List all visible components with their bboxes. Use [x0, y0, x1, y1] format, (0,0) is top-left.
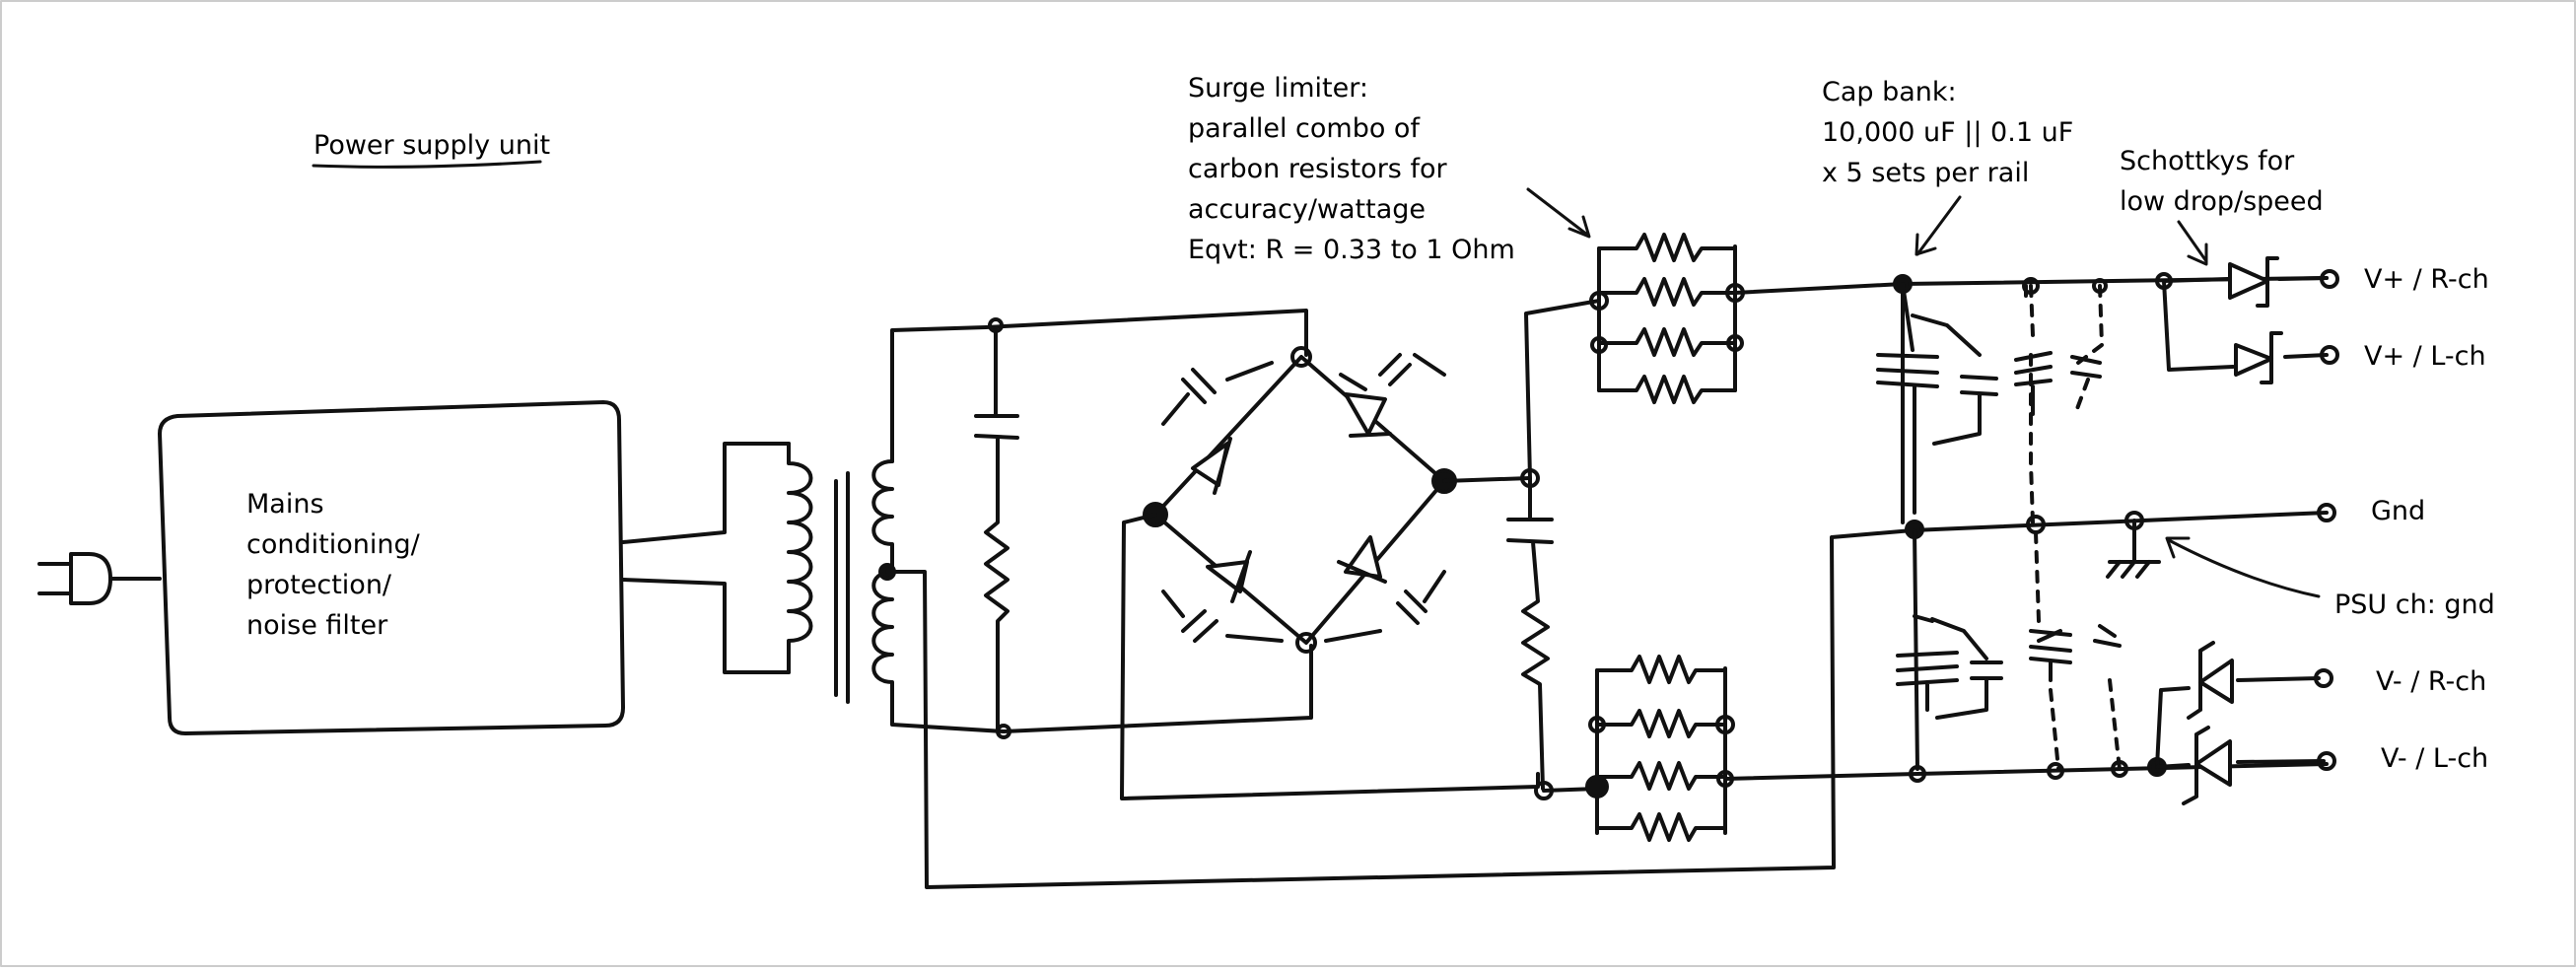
wire-vplus-l — [2162, 279, 2329, 372]
bridge-rectifier — [1143, 346, 1457, 654]
capbank-note-arrow — [1915, 195, 1962, 256]
bridge-diode-icon — [1344, 392, 1392, 438]
vminus-l-terminal — [2317, 751, 2336, 771]
cap-bank-top-extra — [2014, 284, 2102, 416]
vplus-l-terminal — [2320, 345, 2339, 365]
bridge-diode-icon — [1206, 550, 1252, 603]
transformer-primary-coil — [787, 442, 813, 674]
svg-text:Mains conditioning/ pr: Mains conditioning/ protection/ noise fi… — [246, 489, 428, 641]
mains-label-line-2: conditioning/ — [246, 529, 421, 560]
mains-label-line-1: Mains — [246, 489, 324, 520]
vminus-l-label: V- / L-ch — [2381, 743, 2488, 774]
surge-note-line-5: Eqvt: R = 0.33 to 1 Ohm — [1188, 235, 1515, 265]
surge-note-line-2: parallel combo of — [1188, 113, 1421, 144]
cap-bank-top-dashed — [2029, 284, 2104, 524]
node-cap-top — [2022, 277, 2040, 295]
capbank-note-line-3: x 5 sets per rail — [1822, 158, 2029, 188]
node-cap-top-2 — [2092, 278, 2108, 294]
surge-limiter-top — [1589, 233, 1745, 404]
wire-bridge-left — [1120, 513, 1540, 800]
vminus-r-terminal — [2314, 668, 2333, 688]
diagram-title: Power supply unit — [313, 130, 550, 161]
wire-snubber — [974, 325, 1019, 733]
schottky-diode-icon — [2182, 726, 2232, 805]
transformer-core — [834, 471, 850, 704]
wire-negative-rail — [1723, 762, 2329, 781]
wire-vminus-l — [2155, 759, 2326, 769]
svg-text:Schottkys for low drop/spe: Schottkys for low drop/speed — [2120, 146, 2324, 217]
vplus-r-terminal — [2320, 269, 2339, 289]
schottky-diode-icon — [2234, 331, 2283, 384]
svg-text:Surge limiter: parallel co: Surge limiter: parallel combo of carbon … — [1188, 73, 1515, 265]
gnd-label: Gnd — [2371, 496, 2425, 526]
vplus-l-label: V+ / L-ch — [2364, 341, 2486, 372]
capbank-note-line-2: 10,000 uF || 0.1 uF — [1822, 117, 2073, 148]
surge-limiter-bottom — [1585, 655, 1735, 842]
schottky-note-arrow — [2177, 220, 2208, 266]
surge-note-line-1: Surge limiter: — [1188, 73, 1368, 104]
chassis-ground-icon — [2106, 519, 2161, 579]
cap-bank-bottom-dashed — [2034, 530, 2122, 771]
bridge-diode-icon — [1191, 437, 1232, 495]
mains-label-line-3: protection/ — [246, 570, 392, 600]
schottky-diode-icon — [2228, 256, 2279, 308]
wire-ground-rail — [1911, 511, 2329, 532]
mains-conditioning-block — [158, 400, 625, 735]
wire-vplus-r — [2162, 276, 2329, 283]
psu-gnd-arrow — [2165, 536, 2321, 598]
gnd-output-terminal — [2317, 503, 2336, 522]
vplus-r-label: V+ / R-ch — [2364, 264, 2489, 295]
vminus-r-label: V- / R-ch — [2376, 666, 2486, 697]
wire-vminus-r — [2155, 676, 2321, 769]
node-neg-2 — [2047, 762, 2064, 780]
wire-dc-rail-up — [1524, 299, 1601, 480]
capbank-note-line-1: Cap bank: — [1822, 77, 1957, 107]
surge-note-line-4: accuracy/wattage — [1188, 194, 1426, 225]
surge-note-arrow — [1526, 187, 1591, 239]
primary-wire — [621, 442, 791, 674]
mains-label-line-4: noise filter — [246, 610, 388, 641]
cap-bank-bottom — [1896, 528, 2122, 771]
schottky-note-line-2: low drop/speed — [2120, 186, 2324, 217]
wire-bridge-out — [1442, 476, 1532, 483]
psu-gnd-note: PSU ch: gnd — [2334, 590, 2495, 620]
schottky-diode-icon — [2187, 641, 2234, 720]
schottky-note-line-1: Schottkys for — [2120, 146, 2295, 176]
wire-sec-bottom — [890, 644, 1313, 733]
svg-text:Cap bank: 10,000 uF || 0.1: Cap bank: 10,000 uF || 0.1 uF x 5 sets p… — [1822, 77, 2082, 188]
bridge-snubber-caps — [1161, 353, 1446, 643]
mains-plug-icon — [37, 552, 162, 605]
wire-centre-tap — [885, 528, 1915, 889]
title-underline — [312, 160, 542, 169]
bridge-diode-icon — [1337, 535, 1387, 584]
wire-dc-snubber — [1506, 476, 1554, 791]
surge-note-line-3: carbon resistors for — [1188, 154, 1447, 184]
cap-bank-top — [1876, 282, 1998, 524]
node-snubber-top — [988, 317, 1004, 333]
transformer-secondary-coil — [871, 459, 894, 704]
wire-sec-top — [890, 309, 1308, 463]
